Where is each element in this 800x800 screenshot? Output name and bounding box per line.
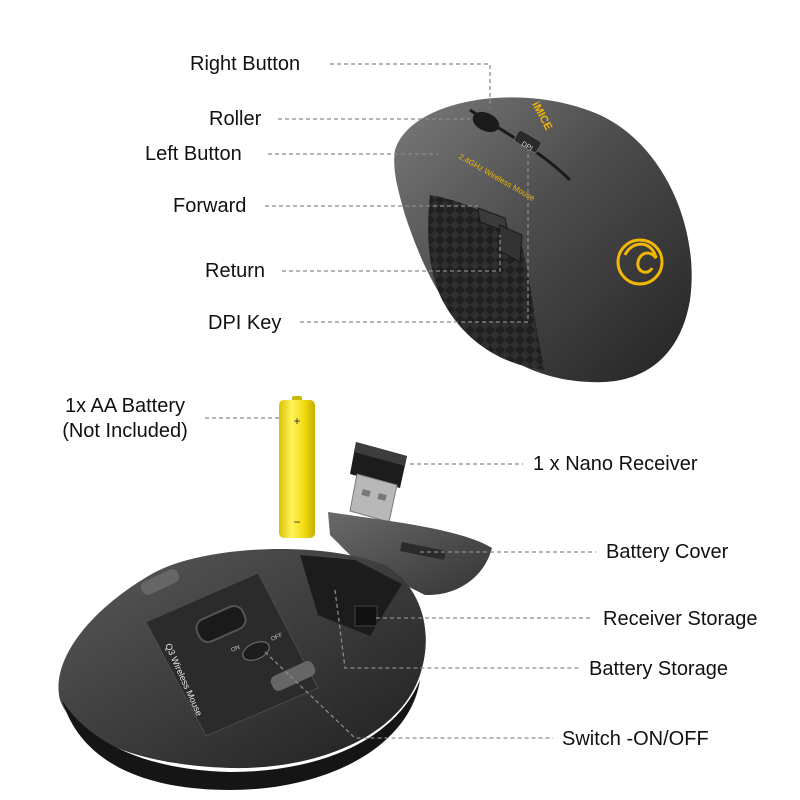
battery-plus-mark: + bbox=[293, 414, 300, 428]
mouse-bottom-lip bbox=[62, 680, 420, 790]
label-battery-line2: (Not Included) bbox=[62, 420, 188, 442]
leader-dpi-key bbox=[300, 150, 529, 323]
leader-lines bbox=[205, 63, 596, 739]
label-left-button: Left Button bbox=[145, 143, 242, 165]
battery-minus-mark: − bbox=[293, 515, 300, 529]
label-forward: Forward bbox=[173, 195, 247, 217]
mouse-top-view: iMICE 2.4GHz Wireless Mouse DPI bbox=[394, 97, 692, 383]
optical-sensor bbox=[195, 605, 247, 643]
label-battery-cover: Battery Cover bbox=[606, 541, 729, 563]
foot-pad-1 bbox=[140, 569, 180, 595]
label-battery-line1: 1x AA Battery bbox=[64, 395, 186, 417]
dpi-key-text: DPI bbox=[520, 141, 534, 153]
label-battery-storage: Battery Storage bbox=[589, 658, 728, 680]
nano-receiver bbox=[349, 442, 407, 523]
label-roller: Roller bbox=[209, 108, 262, 130]
battery-cover bbox=[328, 512, 492, 596]
label-nano-receiver: 1 x Nano Receiver bbox=[533, 453, 698, 475]
mouse-bottom-view: Q3 Wireless Mouse ON OFF bbox=[58, 548, 426, 790]
switch-off-text: OFF bbox=[270, 632, 284, 642]
power-switch bbox=[242, 641, 270, 661]
label-return: Return bbox=[205, 260, 266, 282]
label-receiver-storage: Receiver Storage bbox=[603, 608, 758, 630]
return-button bbox=[497, 224, 523, 263]
roller-wheel bbox=[472, 111, 500, 133]
label-right-button: Right Button bbox=[190, 53, 301, 75]
aa-battery: + − bbox=[279, 396, 315, 538]
leader-return bbox=[282, 235, 501, 272]
receiver-slot bbox=[354, 605, 378, 627]
leader-battery-storage bbox=[334, 589, 579, 669]
label-switch: Switch -ON/OFF bbox=[562, 728, 709, 750]
label-dpi-key: DPI Key bbox=[208, 312, 282, 334]
label-plate bbox=[145, 572, 319, 737]
foot-pad-2 bbox=[270, 661, 316, 691]
dpi-key bbox=[513, 129, 542, 153]
switch-on-text: ON bbox=[230, 645, 241, 654]
dragon-logo bbox=[616, 238, 664, 286]
leader-right-button bbox=[330, 63, 491, 108]
